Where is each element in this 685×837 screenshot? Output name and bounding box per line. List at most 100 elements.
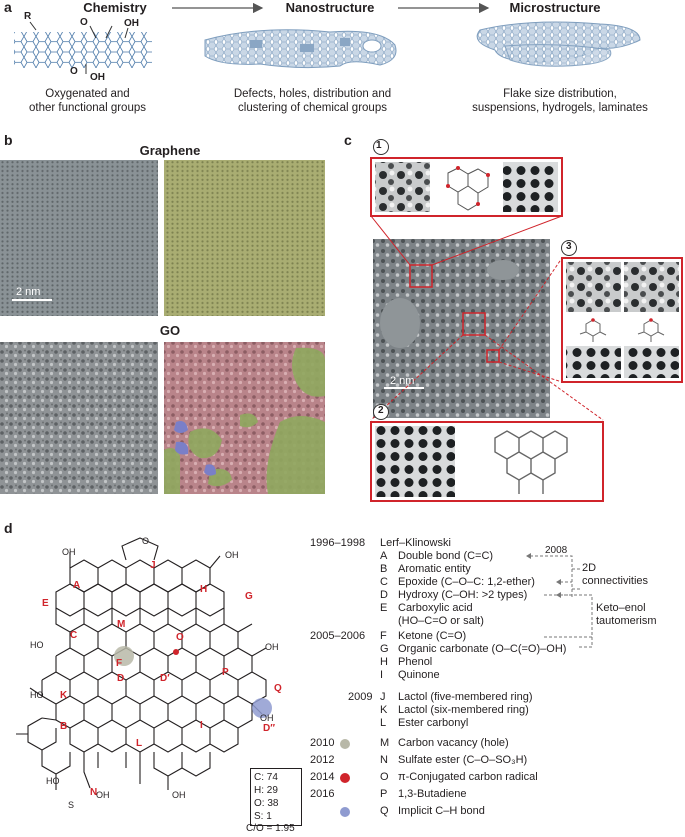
legend-dot-O	[340, 773, 350, 783]
atom-oh-5: OH	[96, 790, 110, 800]
tl-text-H: Phenol	[398, 656, 433, 668]
c-box-1	[409, 264, 433, 288]
atom-oh-6: OH	[172, 790, 186, 800]
atom-ho-3: HO	[46, 776, 60, 786]
group-label-B: B	[60, 721, 68, 732]
tl-code-Q: Q	[380, 805, 389, 817]
c-number-circle-3	[561, 240, 577, 256]
c-scalebar-label: 2 nm	[390, 375, 415, 387]
graphene-colored-image	[164, 160, 325, 316]
group-label-D: D	[117, 673, 125, 684]
tl-year-2012: 2012	[310, 754, 335, 766]
chemistry-caption-line2: other functional groups	[29, 102, 146, 114]
tl-code-H: H	[380, 656, 388, 668]
chem-o-label: O	[80, 17, 88, 28]
c-number-circle-1	[373, 139, 389, 155]
microstructure-caption-line1: Flake size distribution,	[503, 88, 617, 100]
tl-code-O: O	[380, 771, 389, 783]
microstructure-header: Microstructure	[509, 0, 601, 15]
group-label-D-prime: D′	[160, 673, 170, 684]
nanostructure-caption-line2: clustering of chemical groups	[238, 102, 387, 114]
tl-year-1996: 1996–1998	[310, 537, 366, 549]
microstructure-caption: Flake size distribution, suspensions, hy…	[455, 87, 665, 115]
composition-s: S: 1	[254, 811, 272, 822]
timeline-legend: 1996–1998 Lerf–Klinowski A Double bond (…	[310, 537, 685, 837]
graphene-raw-image	[0, 160, 158, 316]
composition-h: H: 29	[254, 785, 278, 796]
panel-b-images	[0, 160, 325, 494]
atom-s: S	[68, 800, 75, 810]
chemistry-header: Chemistry	[83, 0, 147, 15]
go-green-regions	[164, 347, 325, 494]
tl-code-N: N	[380, 754, 388, 766]
nanostructure-caption: Defects, holes, distribution and cluster…	[210, 87, 415, 115]
group-label-Q: Q	[274, 683, 282, 694]
tl-code-I: I	[380, 669, 384, 681]
chemistry-sheet	[14, 21, 152, 74]
atom-ho-1: HO	[30, 640, 44, 650]
c-number-2: 2	[378, 405, 384, 416]
chem-r-label: R	[24, 11, 32, 22]
annotation-2d: 2D	[582, 562, 597, 574]
tl-code-B: B	[380, 563, 388, 575]
c-box-3	[486, 349, 500, 363]
panel-d-label: d	[4, 520, 13, 536]
microstructure-caption-line2: suspensions, hydrogels, laminates	[472, 102, 648, 114]
tl-text-K: Lactol (six-membered ring)	[398, 704, 529, 716]
annotation-connectivities: connectivities	[582, 575, 649, 587]
nanostructure-header: Nanostructure	[285, 0, 375, 15]
group-label-K: K	[60, 690, 68, 701]
group-label-P: P	[222, 667, 229, 678]
group-label-A: A	[73, 580, 81, 591]
tl-code-G: G	[380, 643, 389, 655]
radical-marker-O	[173, 649, 179, 655]
go-raw-image	[0, 342, 158, 494]
tl-text-E2: (HO–C=O or salt)	[398, 615, 484, 627]
panel-a-graphics	[14, 2, 641, 74]
atom-ho-2: HO	[30, 690, 44, 700]
tl-year-2010: 2010	[310, 737, 335, 749]
annotation-2008: 2008	[545, 545, 568, 556]
tl-code-P: P	[380, 788, 388, 800]
panel-b-label: b	[4, 132, 13, 148]
c-number-circle-2	[373, 404, 389, 420]
panel-c-label: c	[344, 132, 352, 148]
tl-text-B: Aromatic entity	[398, 563, 471, 575]
atom-oh-4: OH	[260, 713, 274, 723]
c-inset-1-structure	[446, 166, 490, 211]
go-title: GO	[159, 323, 181, 338]
group-label-O: O	[176, 632, 184, 643]
composition-c: C: 74	[254, 772, 278, 783]
tl-year-2016: 2016	[310, 788, 335, 800]
tl-text-M: Carbon vacancy (hole)	[398, 737, 509, 749]
go-structure-diagram	[16, 537, 272, 790]
nanostructure-sheet	[204, 29, 397, 69]
tl-code-M: M	[380, 737, 390, 749]
group-label-L: L	[136, 738, 143, 749]
group-label-E: E	[42, 598, 49, 609]
atom-oh-1: OH	[62, 547, 76, 557]
chem-oh-label: OH	[124, 18, 139, 29]
legend-dot-Q	[340, 807, 350, 817]
ch-bond-marker-Q	[252, 698, 272, 718]
tl-text-Q: Implicit C–H bond	[398, 805, 485, 817]
vacancy-marker-M	[114, 646, 134, 666]
tl-text-E: Carboxylic acid	[398, 602, 473, 614]
chemistry-caption-line1: Oxygenated and	[45, 88, 130, 100]
tl-code-D: D	[380, 589, 388, 601]
group-label-G: G	[245, 591, 253, 602]
group-label-C: C	[70, 630, 78, 641]
c-box-2	[462, 312, 486, 336]
tl-text-P: 1,3-Butadiene	[398, 788, 467, 800]
microstructure-flakes	[476, 21, 641, 67]
tl-code-F: F	[380, 630, 387, 642]
co-ratio: C/O = 1.95	[246, 823, 295, 834]
tl-text-F: Ketone (C=O)	[398, 630, 467, 642]
atom-oh-2: OH	[225, 550, 239, 560]
tl-text-G: Organic carbonate (O–C(=O)–OH)	[398, 643, 567, 655]
panel-c-graphics	[370, 139, 683, 502]
c-inset-2-lattice	[494, 430, 568, 494]
tl-text-lerf: Lerf–Klinowski	[380, 537, 451, 549]
atom-oh-3: OH	[265, 642, 279, 652]
group-label-I: I	[200, 720, 203, 731]
